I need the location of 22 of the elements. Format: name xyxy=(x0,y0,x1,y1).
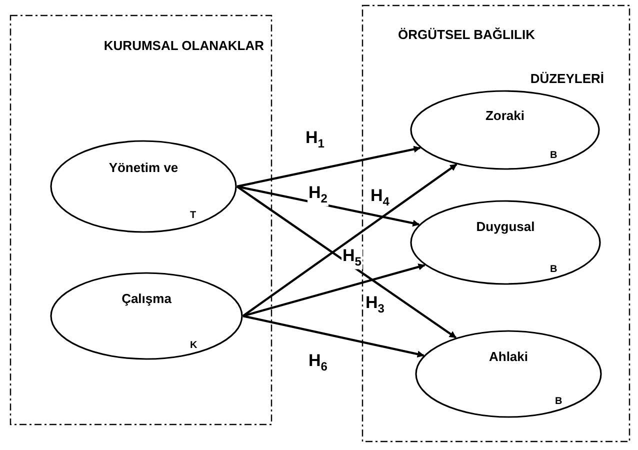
construct-letter: K xyxy=(190,340,198,351)
group-heading: KURUMSAL OLANAKLAR xyxy=(102,37,264,55)
arrow xyxy=(242,164,458,317)
edge-label: H$_{6}$ xyxy=(308,352,328,374)
edge-label: H$_{5}$ xyxy=(342,247,362,269)
edge-label: H$_{3}$ xyxy=(364,294,386,316)
arrow xyxy=(236,185,420,227)
edge-label: H$_{2}$ xyxy=(308,184,328,206)
arrow xyxy=(236,146,421,188)
construct-letter: B xyxy=(550,264,558,275)
construct-name: Yönetim ve xyxy=(108,160,180,176)
construct-letter: B xyxy=(555,396,562,407)
construct-letter: T xyxy=(190,210,196,221)
group-heading: ÖRGÜTSEL BAĞLILIK DÜZEYLERİ xyxy=(398,26,604,88)
arrow xyxy=(242,263,426,318)
construct-name: Zoraki xyxy=(484,108,526,123)
construct-name: Duygusal xyxy=(475,218,536,234)
arrow xyxy=(242,314,424,358)
construct-name: Çalışma xyxy=(120,291,172,306)
construct-name: Ahlaki xyxy=(488,349,529,364)
construct-letter: B xyxy=(550,150,558,161)
arrow xyxy=(236,186,456,339)
